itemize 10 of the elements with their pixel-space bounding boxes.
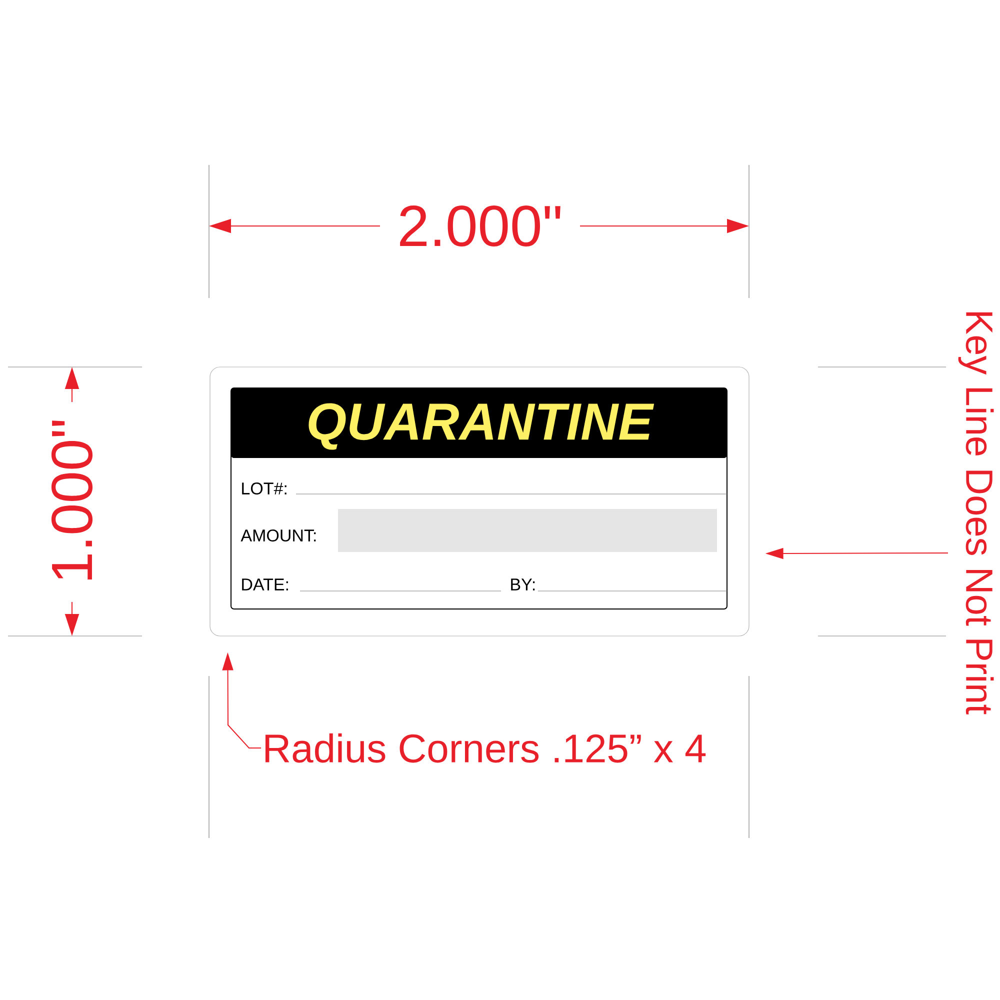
note-text: Key Line Does Not Print xyxy=(958,312,994,714)
dimension-label: 1.000" xyxy=(51,420,93,580)
field-label: BY: xyxy=(511,578,535,590)
header-text: QUARANTINE xyxy=(308,403,654,450)
field-label: DATE: xyxy=(242,578,288,590)
key-line-outline xyxy=(210,366,750,636)
field-label: LOT#: xyxy=(242,482,286,495)
note-text: Radius Corners .125” x 4 xyxy=(265,733,706,763)
field-label: AMOUNT: xyxy=(240,529,316,542)
dimension-label: 2.000" xyxy=(400,205,560,247)
